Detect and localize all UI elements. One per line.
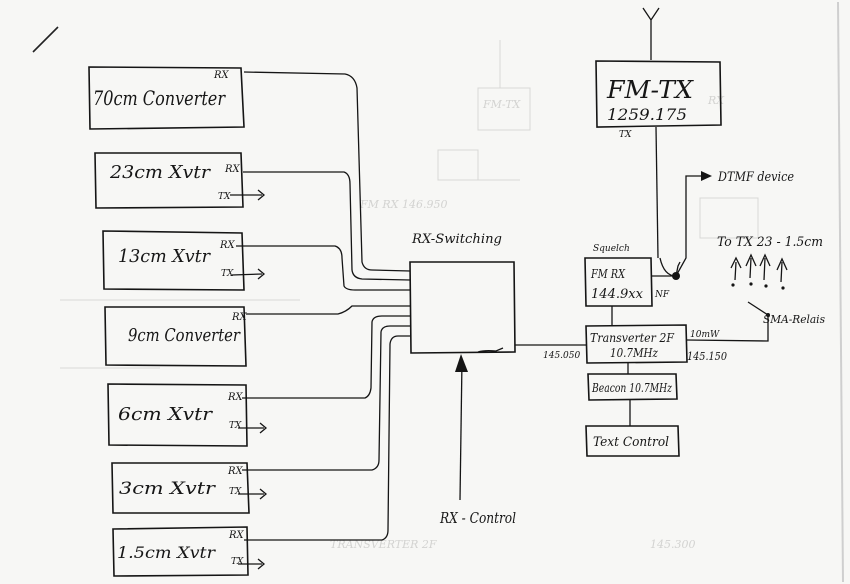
svg-text:FM RX 146.950: FM RX 146.950 xyxy=(359,198,448,211)
fm-tx-antenna-icon xyxy=(642,7,660,60)
block-15cm-xvtr-label: 1.5cm Xvtr xyxy=(117,543,216,562)
block-23cm-xvtr-tx: TX xyxy=(218,192,231,202)
block-fm-rx: Squelch FM RX 144.9xx NF xyxy=(584,244,670,307)
svg-text:RX: RX xyxy=(707,94,725,107)
block-6cm-xvtr-label: 6cm Xvtr xyxy=(118,404,214,425)
block-13cm-xvtr-tx: TX xyxy=(221,269,234,279)
block-3cm-xvtr-rx: RX xyxy=(227,466,244,477)
block-13cm-xvtr-rx: RX xyxy=(219,240,236,251)
block-rx-switching-label: RX-Switching xyxy=(411,232,502,247)
block-6cm-xvtr-tx: TX xyxy=(229,421,242,431)
block-beacon-label: Beacon 10.7MHz xyxy=(591,381,672,395)
block-70cm-converter-rx: RX xyxy=(213,70,230,81)
block-3cm-xvtr-tx: TX xyxy=(229,487,242,497)
rx-input-wires xyxy=(236,71,411,541)
block-6cm-xvtr: 6cm Xvtr RX TX xyxy=(107,383,248,447)
block-fm-tx: FM-TX 1259.175 TX xyxy=(595,60,722,140)
block-23cm-xvtr: 23cm Xvtr RX TX xyxy=(94,152,244,209)
block-fm-tx-freq: 1259.175 xyxy=(607,105,687,124)
block-23cm-xvtr-label: 23cm Xvtr xyxy=(109,162,212,183)
sma-relais-switch: To TX 23 - 1.5cm SMA-Relais xyxy=(686,235,825,342)
svg-text:TRANSVERTER 2F: TRANSVERTER 2F xyxy=(330,538,437,551)
block-13cm-xvtr: 13cm Xvtr RX TX xyxy=(102,230,245,291)
block-15cm-xvtr-rx: RX xyxy=(228,530,245,541)
block-9cm-converter: 9cm Converter RX xyxy=(104,306,248,367)
block-15cm-xvtr: 1.5cm Xvtr RX TX xyxy=(112,526,249,577)
block-fm-rx-label: FM RX xyxy=(590,267,625,281)
block-fm-tx-tx: TX xyxy=(619,130,632,140)
block-transverter-in-freq: 145.050 xyxy=(543,351,580,361)
nf-wiring: DTMF device xyxy=(651,170,794,280)
rx-control-arrow: RX - Control xyxy=(439,354,516,527)
block-text-control: Text Control xyxy=(585,425,680,457)
block-3cm-xvtr: 3cm Xvtr RX TX xyxy=(111,462,250,514)
block-text-control-label: Text Control xyxy=(593,435,669,450)
paper-edge-right xyxy=(837,1,844,583)
svg-text:145.300: 145.300 xyxy=(650,538,696,551)
to-tx-label: To TX 23 - 1.5cm xyxy=(717,235,823,250)
sma-relais-label: SMA-Relais xyxy=(763,313,825,326)
tx-stub-arrows xyxy=(230,189,268,570)
block-transverter-out-freq: 145.150 xyxy=(687,350,727,363)
block-9cm-converter-rx: RX xyxy=(231,312,248,323)
block-rx-switching: RX-Switching xyxy=(409,232,516,354)
block-13cm-xvtr-label: 13cm Xvtr xyxy=(118,246,211,267)
block-15cm-xvtr-tx: TX xyxy=(231,557,244,567)
block-3cm-xvtr-label: 3cm Xvtr xyxy=(119,479,216,499)
corner-mark xyxy=(32,26,59,53)
block-fm-tx-label: FM-TX xyxy=(606,76,694,104)
block-transverter: Transverter 2F 10.7MHz 145.050 145.150 1… xyxy=(543,324,727,364)
block-transverter-freq: 10.7MHz xyxy=(610,346,659,360)
block-fm-rx-squelch: Squelch xyxy=(593,244,630,254)
block-fm-rx-nf: NF xyxy=(654,290,670,300)
dtmf-label: DTMF device xyxy=(717,170,794,185)
block-70cm-converter: 70cm Converter RX xyxy=(88,66,245,130)
block-fm-rx-freq: 144.9xx xyxy=(591,287,644,302)
block-beacon: Beacon 10.7MHz xyxy=(587,373,678,401)
block-transverter-label: Transverter 2F xyxy=(590,331,675,345)
block-23cm-xvtr-rx: RX xyxy=(224,164,241,175)
block-70cm-converter-label: 70cm Converter xyxy=(93,86,226,110)
rx-control-label: RX - Control xyxy=(439,509,516,527)
block-transverter-out-note: 10mW xyxy=(690,330,720,340)
fm-tx-feed-wire xyxy=(655,126,659,259)
block-6cm-xvtr-rx: RX xyxy=(227,392,244,403)
rx-control-lead xyxy=(477,347,504,353)
block-9cm-converter-label: 9cm Converter xyxy=(128,325,241,346)
svg-text:FM-TX: FM-TX xyxy=(482,98,522,111)
